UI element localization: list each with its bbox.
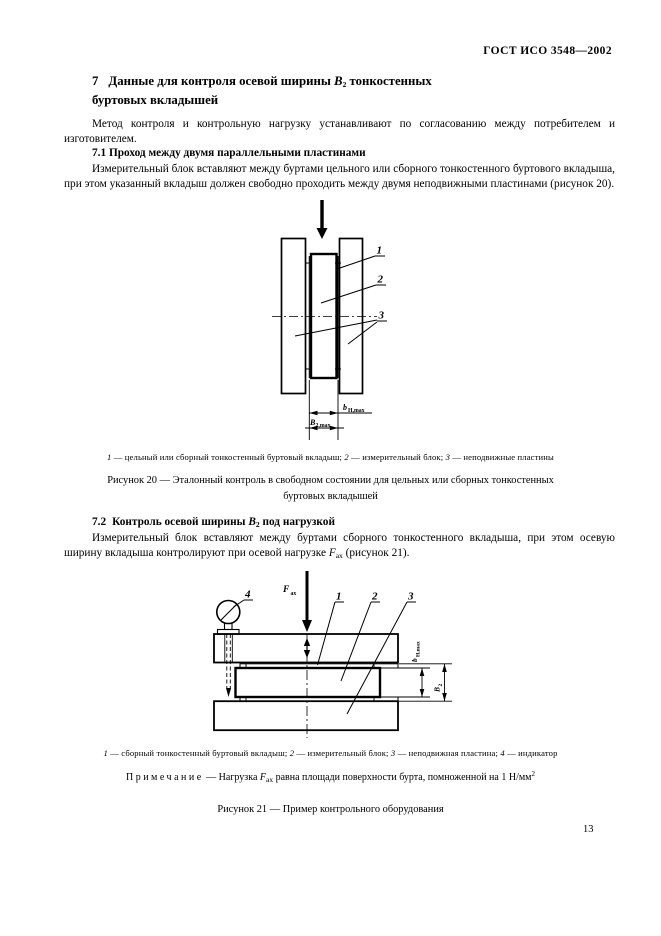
heading-variable: В: [248, 516, 256, 528]
note-force-symbol: F: [259, 772, 267, 783]
figure21-note: Примечание — Нагрузка Fах равна площади …: [0, 770, 661, 784]
title-variable: В: [334, 74, 343, 88]
figure21-caption: Рисунок 21 — Пример контрольного оборудо…: [217, 804, 444, 815]
legend-item-text: — измерительный блок;: [348, 452, 446, 462]
fig20-dim2-subscript: 2,max: [316, 423, 331, 429]
section-7-2-body: Измерительный блок вставляют между бурта…: [64, 531, 615, 561]
heading-number: 7.2: [92, 516, 107, 528]
legend-item-text: — измерительный блок;: [294, 748, 391, 758]
fig21-dim1-letter: b: [410, 658, 419, 662]
callout-1-leader: [317, 601, 344, 666]
fig21-callout-2: 2: [371, 591, 378, 603]
fig20-callout-1: 1: [377, 245, 383, 257]
fig21-callout-4: 4: [244, 589, 251, 601]
section-7-2-heading: 7.2 Контроль осевой ширины В2 под нагрузк…: [92, 516, 335, 528]
fig21-dim1-subscript: H,max: [415, 641, 421, 657]
fig21-dim2-letter: B: [433, 687, 442, 693]
callout-3-leader: [294, 319, 387, 345]
fig20-dim1-letter: b: [343, 403, 347, 412]
section-7-1-body: Измерительный блок вставляют между бурта…: [64, 163, 615, 190]
measuring-block: [309, 252, 338, 380]
fig20-dim1-subscript: H,max: [348, 408, 365, 414]
title-text-2: тонкостенных буртовых вкладышей: [92, 74, 432, 107]
section-7-intro: Метод контроля и контрольную нагрузку ус…: [64, 118, 615, 145]
note-superscript: 2: [531, 770, 536, 778]
title-variable-sub: 2: [342, 80, 347, 89]
legend-item-text: — неподвижные пластины: [450, 452, 554, 462]
dimension-b-h-max: [419, 668, 425, 697]
force-symbol-sub: ах: [335, 551, 343, 560]
note-label: Примечание: [125, 772, 204, 783]
title-text-1: Данные для контроля осевой ширины: [108, 74, 335, 88]
dimension-extension-lines: [308, 380, 339, 440]
dial-indicator-icon: [216, 599, 241, 697]
fixed-plate-left: [280, 237, 307, 395]
right-extension-lines: [381, 663, 452, 702]
dimension-b-h-max: [309, 410, 372, 416]
top-plate: [213, 633, 399, 664]
heading-variable-sub: 2: [255, 520, 260, 529]
heading-text-1: Контроль осевой ширины: [112, 516, 249, 528]
fixed-plate-right: [338, 237, 364, 395]
clearance-double-arrow-icon: [303, 638, 311, 658]
figure20-caption: Рисунок 20 — Эталонный контроль в свобод…: [107, 475, 554, 502]
load-arrow-icon: [316, 200, 328, 239]
fig21-callout-1: 1: [336, 591, 342, 603]
dimension-b2-max: [305, 425, 344, 431]
callout-2-leader: [320, 284, 386, 304]
body-text-2: (рисунок 21).: [342, 547, 410, 559]
figure20-drawing: 1 2 3 b H,max B 2,max: [272, 200, 387, 440]
figure21-legend: 1 — сборный тонкостенный буртовый вклады…: [0, 748, 661, 758]
note-text-2: равна площади поверхности бурта, помноже…: [273, 772, 532, 783]
dimension-b2: [442, 663, 447, 702]
heading-text-2: под нагрузкой: [259, 516, 335, 528]
force-symbol: F: [328, 547, 336, 559]
legend-item-number: 3: [390, 748, 396, 758]
fig21-callout-3: 3: [407, 591, 414, 603]
bottom-plate: [213, 700, 399, 732]
standard-code: ГОСТ ИСО 3548—2002: [483, 45, 612, 57]
legend-item-text: — цельный или сборный тонкостенный бурто…: [111, 452, 345, 462]
fig21-force-subscript: ах: [291, 591, 297, 597]
fig20-callout-2: 2: [377, 274, 384, 286]
section-7-1-heading: 7.1 Проход между двумя параллельными пла…: [92, 147, 366, 159]
page-number: 13: [583, 824, 594, 835]
fig20-callout-3: 3: [378, 310, 385, 322]
section-number: 7: [92, 74, 99, 88]
fig21-dim2-subscript: 2: [438, 684, 444, 687]
legend-item-number: 1: [107, 452, 112, 462]
figure21-drawing: F ах: [213, 571, 452, 738]
legend-item-text: — сборный тонкостенный буртовый вкладыш;: [107, 748, 290, 758]
legend-item-number: 4: [500, 748, 505, 758]
callout-4-leader: [233, 599, 253, 608]
callout-1-leader: [336, 255, 385, 270]
axial-force-arrow-icon: [302, 571, 312, 632]
legend-item-number: 3: [445, 452, 451, 462]
section-7-title: 7 Данные для контроля осевой ширины В2 то…: [92, 72, 484, 110]
fig21-force-letter: F: [282, 585, 290, 595]
body-text-1: Измерительный блок вставляют между бурта…: [64, 532, 615, 559]
legend-item-number: 2: [344, 452, 349, 462]
note-force-subscript: ах: [266, 775, 274, 784]
callout-2-leader: [340, 601, 380, 682]
figure20-legend: 1 — цельный или сборный тонкостенный бур…: [0, 452, 661, 462]
legend-item-number: 2: [289, 748, 295, 758]
fig20-dim2-letter: B: [309, 418, 316, 427]
note-text-1: — Нагрузка: [203, 772, 260, 783]
legend-item-text: — индикатор: [504, 748, 558, 758]
legend-item-text: — неподвижная пластина;: [395, 748, 501, 758]
bearing-flange-lines: [305, 256, 341, 378]
legend-item-number: 1: [103, 748, 108, 758]
callout-3-leader: [346, 601, 416, 715]
